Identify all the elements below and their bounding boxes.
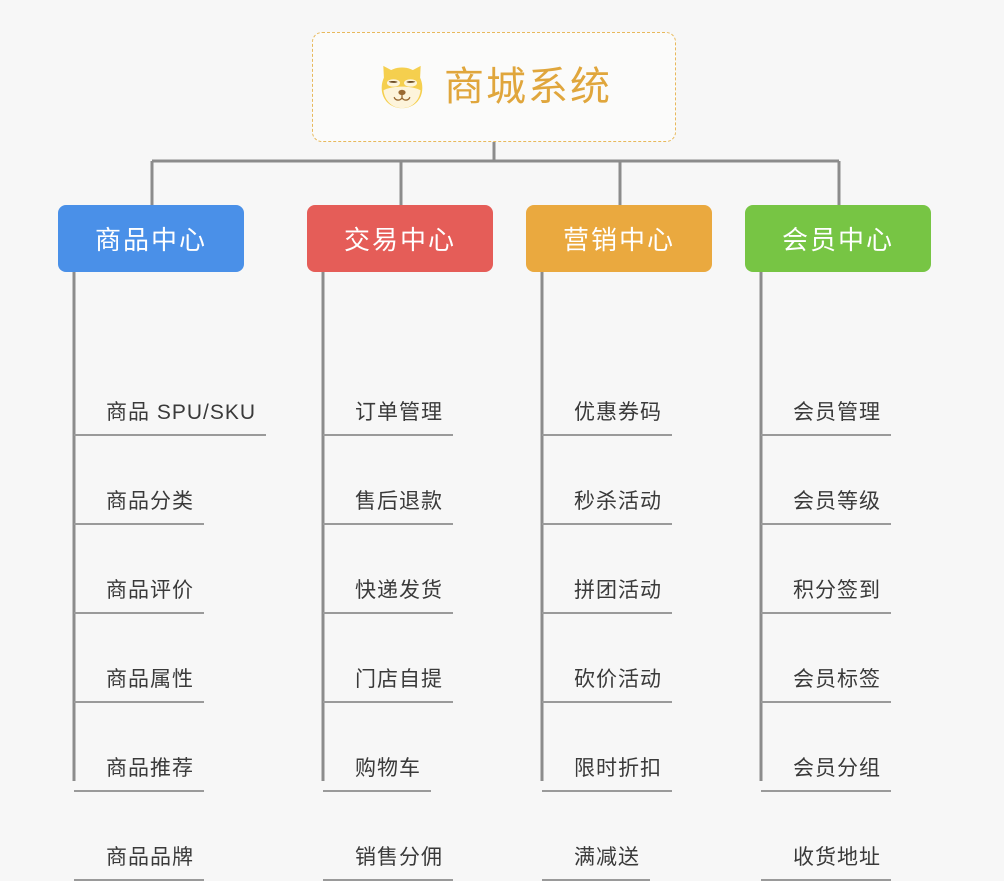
leaf-label: 销售分佣 (323, 847, 453, 881)
leaf-label: 商品推荐 (74, 758, 204, 792)
leaf-label: 商品评价 (74, 580, 204, 614)
leaf-label: 商品分类 (74, 491, 204, 525)
category-label: 营销中心 (562, 225, 675, 255)
root-node[interactable]: 商城系统 (312, 32, 676, 142)
branch-column: 会员中心会员管理会员等级积分签到会员标签会员分组收货地址 (745, 205, 931, 881)
leaf-label: 商品属性 (74, 669, 204, 703)
leaf-label: 收货地址 (761, 847, 891, 881)
branch-column: 商品中心商品 SPU/SKU 商品分类商品评价商品属性商品推荐商品品牌 (58, 205, 267, 881)
category-node-2[interactable]: 交易中心 (307, 205, 493, 272)
leaf-label: 会员标签 (761, 669, 891, 703)
leaf-label: 满减送 (542, 847, 650, 881)
leaf-label: 砍价活动 (542, 669, 672, 703)
root-title: 商城系统 (444, 65, 612, 109)
category-label: 交易中心 (343, 225, 456, 255)
leaf-label: 购物车 (323, 758, 431, 792)
leaf-label: 订单管理 (323, 402, 453, 436)
category-label: 会员中心 (781, 225, 894, 255)
leaf-label: 优惠券码 (542, 402, 672, 436)
category-label: 商品中心 (94, 225, 207, 255)
leaf-label: 商品 SPU/SKU (74, 402, 267, 436)
shiba-dog-icon (381, 65, 423, 109)
leaf-label: 会员分组 (761, 758, 891, 792)
category-node-4[interactable]: 会员中心 (745, 205, 931, 272)
leaf-label: 会员管理 (761, 402, 891, 436)
leaf-label: 积分签到 (761, 580, 891, 614)
leaf-label: 门店自提 (323, 669, 453, 703)
leaf-label: 限时折扣 (542, 758, 672, 792)
leaf-label: 秒杀活动 (542, 491, 672, 525)
branch-column: 交易中心订单管理售后退款快递发货门店自提购物车销售分佣 (307, 205, 493, 881)
category-node-3[interactable]: 营销中心 (526, 205, 712, 272)
leaf-label: 快递发货 (323, 580, 453, 614)
leaf-label: 拼团活动 (542, 580, 672, 614)
mindmap-canvas: 商城系统 商品中心商品 SPU/SKU 商品分类商品评价商品属性商品推荐商品品牌 交… (58, 32, 931, 881)
branch-column: 营销中心优惠券码秒杀活动拼团活动砍价活动限时折扣满减送 (526, 205, 712, 881)
leaf-label: 售后退款 (323, 491, 453, 525)
leaf-label: 会员等级 (761, 491, 891, 525)
category-node-1[interactable]: 商品中心 (58, 205, 244, 272)
leaf-label: 商品品牌 (74, 847, 204, 881)
